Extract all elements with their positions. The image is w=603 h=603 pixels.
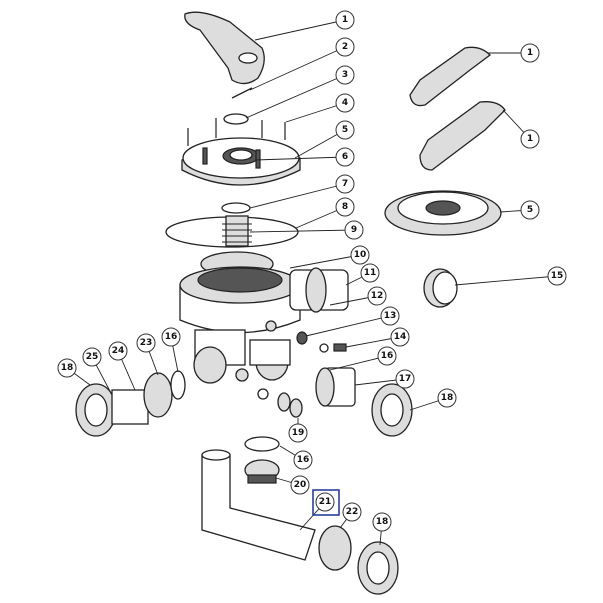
callout-number: 19 [292,428,305,438]
cover-alt-part [384,190,502,236]
callout-number: 25 [86,352,99,362]
leader-line [454,275,558,286]
callout-number: 10 [354,250,367,260]
leader-line [249,46,346,91]
callout-number: 4 [342,98,348,108]
callout-number: 8 [342,202,348,212]
pin-part [231,87,253,99]
callout-part-18: 18 [57,358,77,378]
callout-part-18: 18 [437,388,457,408]
callout-part-13: 13 [380,306,400,326]
callout-number: 9 [351,225,357,235]
callout-part-9: 9 [344,220,364,240]
callout-number: 16 [381,351,394,361]
handle-part [184,11,265,85]
cover-part [181,137,301,186]
callout-number: 7 [342,179,348,189]
callout-part-16: 16 [161,327,181,347]
pipe-part [201,436,399,595]
callout-number: 12 [371,291,384,301]
callout-part-5: 5 [520,200,540,220]
oring-part [223,113,249,125]
callout-part-18: 18 [372,512,392,532]
leader-line [249,183,346,209]
callout-part-17: 17 [395,369,415,389]
callout-part-12: 12 [367,286,387,306]
leader-line [289,254,361,269]
callout-part-1: 1 [520,129,540,149]
callout-part-11: 11 [360,263,380,283]
callout-number: 6 [342,152,348,162]
callout-part-2: 2 [335,37,355,57]
callout-number: 2 [342,42,348,52]
callout-part-14: 14 [390,327,410,347]
callout-number: 1 [342,15,348,25]
callout-part-1: 1 [520,43,540,63]
callout-part-24: 24 [108,341,128,361]
gauge-part [423,268,458,308]
callout-part-1: 1 [335,10,355,30]
callout-part-10: 10 [350,245,370,265]
callout-number: 14 [394,332,407,342]
callout-part-25: 25 [82,347,102,367]
callout-number: 11 [364,268,377,278]
callout-number: 5 [342,125,348,135]
callout-part-23: 23 [136,333,156,353]
callout-number: 23 [140,338,153,348]
callout-part-7: 7 [335,174,355,194]
callout-number: 17 [399,374,412,384]
callout-part-5: 5 [335,120,355,140]
callout-number: 16 [297,455,310,465]
plug-part [296,331,308,345]
leader-line [329,355,388,371]
callout-part-4: 4 [335,93,355,113]
callout-number: 13 [384,311,397,321]
callout-part-21: 21 [315,492,335,512]
callout-part-16: 16 [377,346,397,366]
callout-number: 18 [61,363,74,373]
leader-line [245,74,346,119]
leader-line [254,19,346,41]
union-left-part [75,370,186,437]
callout-number: 16 [165,332,178,342]
callout-number: 21 [319,497,332,507]
fittings-part [257,388,303,418]
highlight-box-part-21 [312,489,340,516]
callout-part-15: 15 [547,266,567,286]
callout-number: 15 [551,271,564,281]
screws-part [187,118,286,146]
washer-part [319,343,329,353]
callout-part-19: 19 [288,423,308,443]
leader-line [254,156,346,161]
callout-number: 3 [342,70,348,80]
callout-part-16: 16 [293,450,313,470]
callout-part-3: 3 [335,65,355,85]
callout-part-8: 8 [335,197,355,217]
callout-number: 18 [376,517,389,527]
leader-line [305,315,391,337]
callout-part-6: 6 [335,147,355,167]
callout-number: 18 [441,393,454,403]
callout-number: 1 [527,134,533,144]
callout-part-20: 20 [290,475,310,495]
leader-line [249,229,355,233]
callout-number: 22 [346,507,359,517]
callout-number: 24 [112,346,125,356]
callout-number: 20 [294,480,307,490]
leader-line [294,129,346,159]
leader-line [285,102,346,123]
oring-part [221,202,251,214]
handle-alt-part [409,46,506,171]
union-right-part [315,367,413,437]
callout-number: 5 [527,205,533,215]
callout-number: 1 [527,48,533,58]
callout-part-22: 22 [342,502,362,522]
drain-plug-part [333,343,347,352]
valve-body-part [179,266,349,384]
